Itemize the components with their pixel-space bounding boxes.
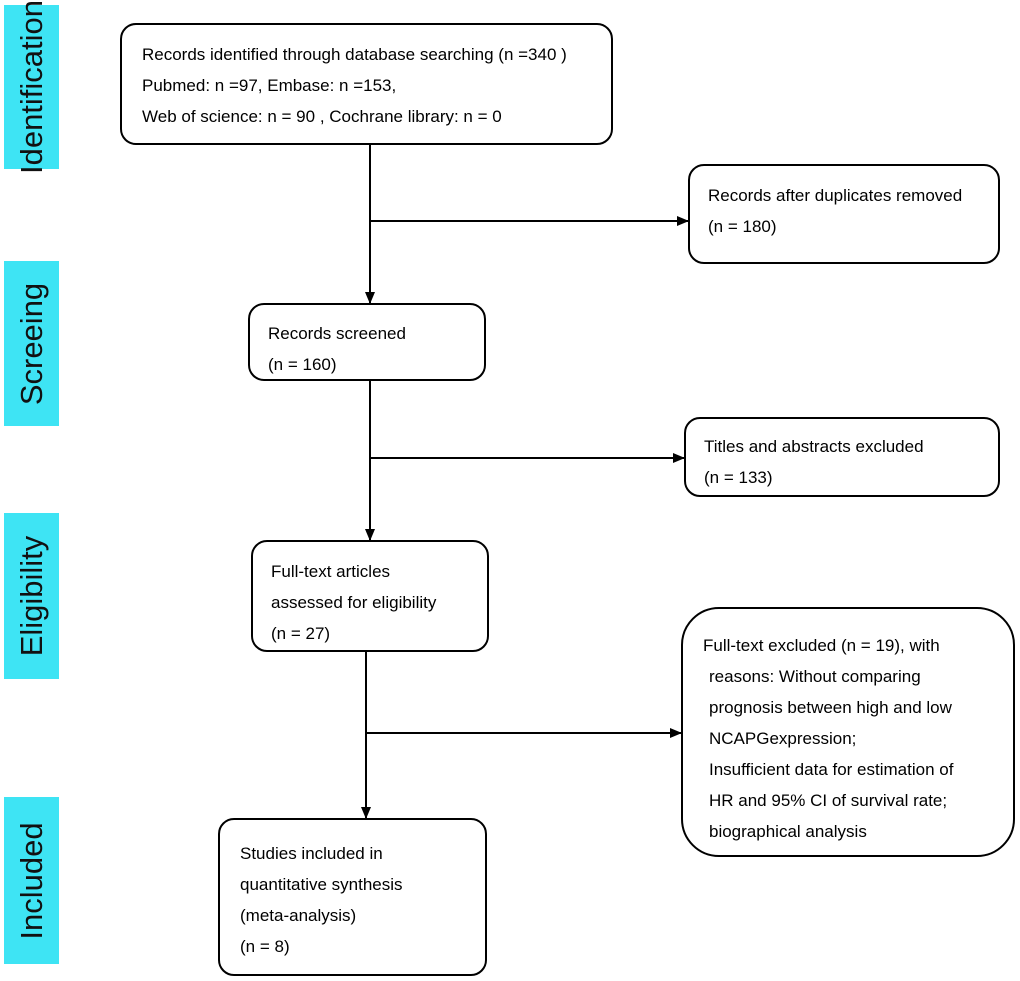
screened-line-2: (n = 160)	[268, 355, 337, 374]
titles-excluded-line-2: (n = 133)	[704, 468, 773, 487]
excluded-line-5: Insufficient data for estimation of	[709, 760, 954, 779]
titles-excluded-line-1: Titles and abstracts excluded	[704, 437, 924, 456]
box-full-text-assessed: Full-text articles assessed for eligibil…	[251, 540, 489, 652]
assessed-line-3: (n = 27)	[271, 624, 331, 643]
stage-identification: Identification	[4, 0, 59, 174]
stage-eligibility: Eligibility	[4, 513, 59, 679]
excluded-line-2: reasons: Without comparing	[709, 667, 921, 686]
identified-line-1: Records identified through database sear…	[142, 45, 567, 64]
stage-included: Included	[4, 797, 59, 964]
excluded-line-7: biographical analysis	[709, 822, 867, 841]
excluded-line-3: prognosis between high and low	[709, 698, 952, 717]
duplicates-line-2: (n = 180)	[708, 217, 777, 236]
assessed-line-1: Full-text articles	[271, 562, 391, 581]
box-studies-included: Studies included in quantitative synthes…	[218, 818, 487, 976]
assessed-line-2: assessed for eligibility	[271, 593, 437, 612]
identified-line-3: Web of science: n = 90 , Cochrane librar…	[142, 107, 502, 126]
screened-line-1: Records screened	[268, 324, 406, 343]
box-records-identified: Records identified through database sear…	[120, 23, 613, 145]
box-titles-excluded: Titles and abstracts excluded (n = 133)	[684, 417, 1000, 497]
excluded-line-4: NCAPGexpression;	[709, 729, 857, 748]
box-duplicates-removed: Records after duplicates removed (n = 18…	[688, 164, 1000, 264]
excluded-line-6: HR and 95% CI of survival rate;	[709, 791, 948, 810]
stage-screening: Screeing	[4, 261, 59, 426]
included-line-1: Studies included in	[240, 844, 383, 863]
duplicates-line-1: Records after duplicates removed	[708, 186, 963, 205]
excluded-line-1: Full-text excluded (n = 19), with	[703, 636, 940, 655]
box-full-text-excluded: Full-text excluded (n = 19), with reason…	[681, 607, 1015, 857]
included-line-3: (meta-analysis)	[240, 906, 357, 925]
included-line-2: quantitative synthesis	[240, 875, 403, 894]
identified-line-2: Pubmed: n =97, Embase: n =153,	[142, 76, 397, 95]
included-line-4: (n = 8)	[240, 937, 290, 956]
box-records-screened: Records screened (n = 160)	[248, 303, 486, 381]
